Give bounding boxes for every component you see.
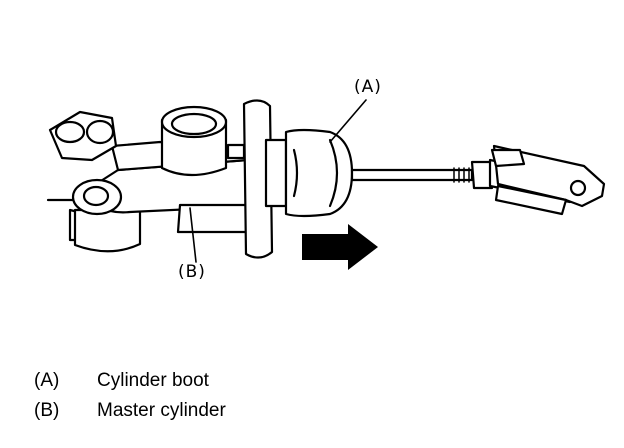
clevis [488, 144, 606, 216]
push-rod [350, 168, 474, 182]
leader-a [329, 99, 367, 143]
rod-thread [453, 167, 470, 183]
legend-item-a: (A) Cylinder boot [34, 366, 226, 396]
legend-text-a: Cylinder boot [97, 370, 209, 391]
leader-b [189, 207, 197, 263]
legend-key-b: (B) [34, 400, 60, 421]
legend-key-a: (A) [34, 370, 60, 391]
callout-b: (B) [178, 262, 206, 282]
cylinder-boot [264, 128, 354, 218]
direction-arrow-icon [302, 224, 378, 270]
lock-nut [470, 160, 494, 190]
legend-item-b: (B) Master cylinder [34, 396, 226, 426]
callout-a: (A) [354, 77, 382, 97]
master-cylinder-body [48, 105, 260, 253]
legend: (A) Cylinder boot (B) Master cylinder [34, 366, 226, 426]
legend-text-b: Master cylinder [97, 400, 226, 421]
